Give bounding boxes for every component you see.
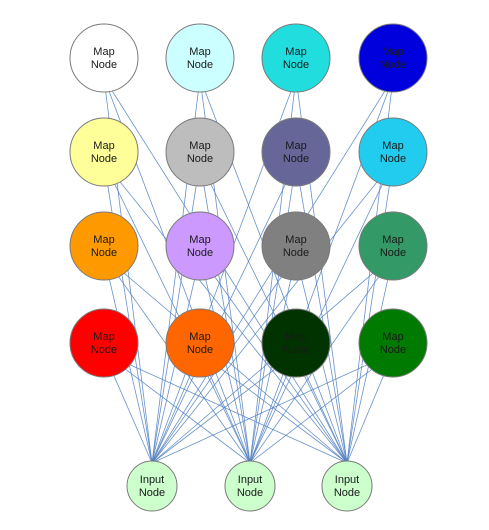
input-node-3-circle	[321, 460, 373, 512]
map-node-13-circle	[69, 308, 139, 378]
map-node-9-label-line2: Node	[91, 247, 117, 259]
map-node-15-circle	[261, 308, 331, 378]
map-node-14-label-line1: Map	[189, 331, 210, 343]
nodes-layer: MapNodeMapNodeMapNodeMapNodeMapNodeMapNo…	[69, 23, 428, 512]
map-node-11-label-line1: Map	[285, 234, 306, 246]
edge-input3-map13	[103, 352, 348, 464]
map-node-8-label-line1: Map	[382, 140, 403, 152]
input-node-2-label-line2: Node	[237, 487, 263, 499]
edge-input2-map13	[103, 352, 251, 464]
input-node-2-label-line1: Input	[238, 474, 262, 486]
map-node-3-label-line2: Node	[283, 59, 309, 71]
edges-layer	[103, 77, 394, 464]
edge-input3-map8	[346, 161, 394, 464]
map-node-2-circle	[165, 23, 235, 93]
edge-input1-map15	[151, 352, 297, 464]
map-node-7-label-line1: Map	[285, 140, 306, 152]
map-node-4-circle	[358, 23, 428, 93]
map-node-16-label-line2: Node	[380, 344, 406, 356]
input-node-3-label-line2: Node	[334, 487, 360, 499]
map-node-3-label-line1: Map	[285, 46, 306, 58]
map-node-15-label-line1: Map	[285, 331, 306, 343]
map-node-11-label-line2: Node	[283, 247, 309, 259]
edge-input2-map7	[249, 161, 297, 464]
map-node-13-label-line1: Map	[93, 331, 114, 343]
map-node-2-label-line2: Node	[187, 59, 213, 71]
input-node-1-label-line2: Node	[139, 487, 165, 499]
edge-input1-map5	[103, 161, 153, 464]
map-node-6-label-line1: Map	[189, 140, 210, 152]
map-node-12-label-line1: Map	[382, 234, 403, 246]
map-node-11-circle	[261, 211, 331, 281]
edge-input2-map5	[103, 161, 251, 464]
input-node-1-label-line1: Input	[140, 474, 164, 486]
map-node-12-label-line2: Node	[380, 247, 406, 259]
edge-input3-map6	[199, 161, 348, 464]
map-node-7-label-line2: Node	[283, 153, 309, 165]
map-node-3-circle	[261, 23, 331, 93]
map-node-16-circle	[358, 308, 428, 378]
map-node-1-circle	[69, 23, 139, 93]
map-node-16-label-line1: Map	[382, 331, 403, 343]
edge-input3-map5	[103, 161, 348, 464]
input-node-2-circle	[224, 460, 276, 512]
map-node-2-label-line1: Map	[189, 46, 210, 58]
map-node-1-label-line1: Map	[93, 46, 114, 58]
map-node-14-circle	[165, 308, 235, 378]
map-node-10-label-line2: Node	[187, 247, 213, 259]
map-node-5-circle	[69, 117, 139, 187]
map-node-12-circle	[358, 211, 428, 281]
map-node-4-label-line1: Map	[382, 46, 403, 58]
map-node-1-label-line2: Node	[91, 59, 117, 71]
map-node-6-circle	[165, 117, 235, 187]
map-node-14-label-line2: Node	[187, 344, 213, 356]
map-node-7-circle	[261, 117, 331, 187]
map-node-9-circle	[69, 211, 139, 281]
map-node-5-label-line1: Map	[93, 140, 114, 152]
edge-input1-map8	[151, 161, 394, 464]
map-node-5-label-line2: Node	[91, 153, 117, 165]
edge-input3-map14	[199, 352, 348, 464]
map-node-13-label-line2: Node	[91, 344, 117, 356]
map-node-10-label-line1: Map	[189, 234, 210, 246]
input-node-3-label-line1: Input	[335, 474, 359, 486]
map-node-10-circle	[165, 211, 235, 281]
map-node-6-label-line2: Node	[187, 153, 213, 165]
edge-input3-map1	[103, 77, 348, 464]
map-node-4-label-line2: Node	[380, 59, 406, 71]
edge-input1-map7	[151, 161, 297, 464]
map-node-8-label-line2: Node	[380, 153, 406, 165]
input-node-1-circle	[126, 460, 178, 512]
edge-input3-map7	[295, 161, 348, 464]
map-node-8-circle	[358, 117, 428, 187]
edge-input1-map16	[151, 352, 394, 464]
map-node-9-label-line1: Map	[93, 234, 114, 246]
edge-input1-map6	[151, 161, 201, 464]
map-node-15-label-line2: Node	[283, 344, 309, 356]
